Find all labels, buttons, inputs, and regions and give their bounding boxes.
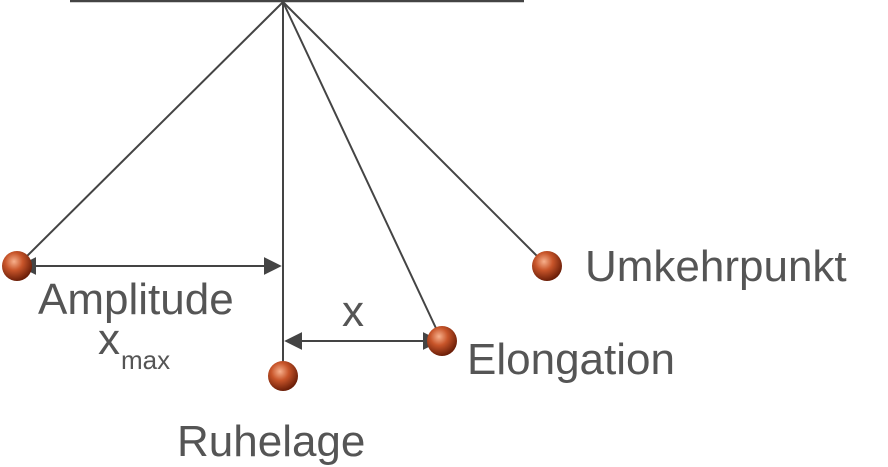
bob-amplitude [2,251,32,281]
xmax-base-label: x [98,315,120,364]
bob-turning-point [532,251,562,281]
bob-rest [268,361,298,391]
string-elongation [282,1,443,342]
amplitude-label: Amplitude [38,275,234,324]
bob-elongation [427,326,457,356]
x-label: x [342,287,364,336]
ruhelage-label: Ruhelage [177,417,366,466]
xmax-sub-label: max [121,345,171,375]
string-left-amplitude [16,1,284,267]
string-turning-point [282,1,548,267]
umkehrpunkt-label: Umkehrpunkt [585,242,847,291]
elongation-label: Elongation [467,335,675,384]
